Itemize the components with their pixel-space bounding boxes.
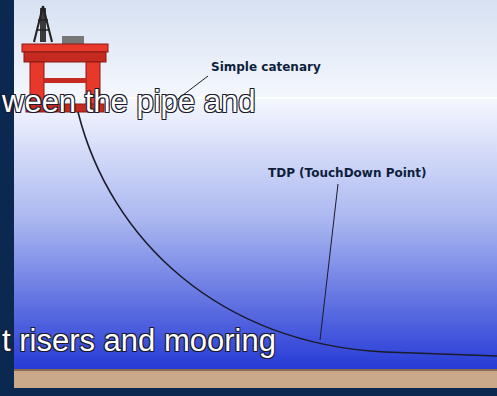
seabed-edge <box>14 369 497 371</box>
leader-line <box>320 184 338 340</box>
seabed <box>14 370 497 388</box>
slide-text: t risers and mooring <box>2 323 276 359</box>
catenary-riser <box>78 112 497 356</box>
bottom-frame <box>0 388 497 396</box>
callout-label: Simple catenary <box>211 60 321 74</box>
slide-text: ween the pipe and <box>2 84 255 120</box>
callout-label: TDP (TouchDown Point) <box>268 166 427 180</box>
